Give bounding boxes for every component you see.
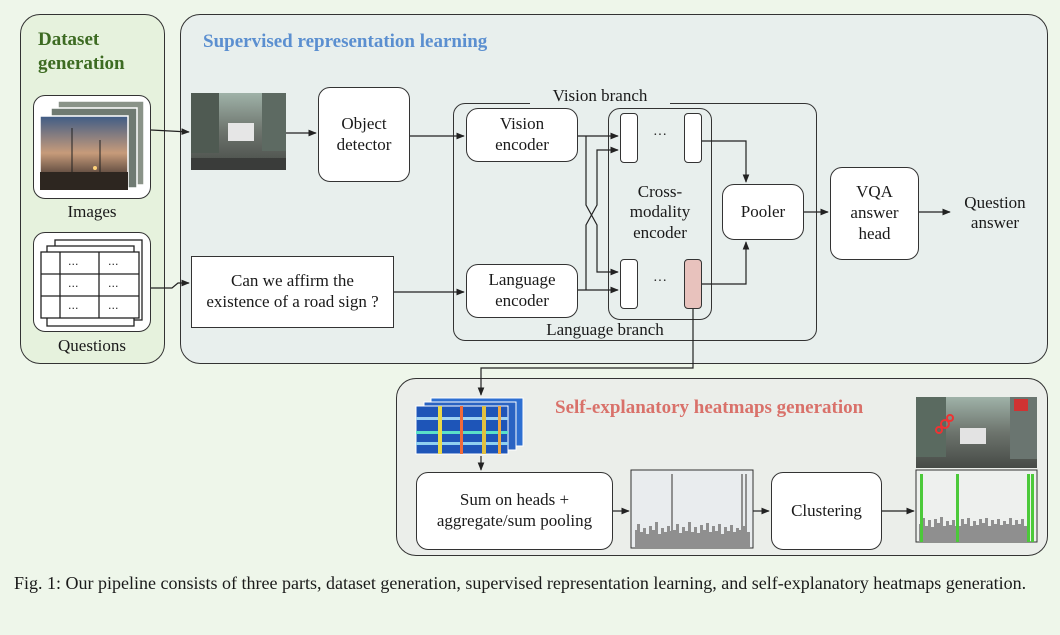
vision-branch-label: Vision branch <box>530 86 670 107</box>
clustering-box: Clustering <box>771 472 882 550</box>
svg-text:···: ··· <box>68 280 79 293</box>
connector-arrows <box>150 128 951 515</box>
input-street-image <box>191 93 286 170</box>
questions-label: Questions <box>58 336 126 355</box>
token-box-vision-2 <box>684 113 702 163</box>
heatmaps-generation-title: Self-explanatory heatmaps generation <box>555 397 864 418</box>
output-heatmap-overlay <box>916 397 1037 468</box>
images-label: Images <box>67 202 117 221</box>
cross-modality-label: Cross- modality encoder <box>629 182 691 242</box>
language-encoder-box: Language encoder <box>466 264 578 318</box>
vision-token-ellipsis: ··· <box>653 128 667 143</box>
cross-modality-container <box>608 108 712 320</box>
token-box-language-1 <box>620 259 638 309</box>
supervised-learning-title: Supervised representation learning <box>203 31 488 52</box>
question-answer-label: Question answer <box>964 193 1026 233</box>
questions-grid-dots: ··· ··· ··· ··· ··· ··· <box>68 258 119 315</box>
pooler-box: Pooler <box>722 184 804 240</box>
svg-text:···: ··· <box>108 280 119 293</box>
question-text-box: Can we affirm the existence of a road si… <box>191 256 394 328</box>
vqa-answer-head-box: VQA answer head <box>830 167 919 260</box>
sum-on-heads-box: Sum on heads + aggregate/sum pooling <box>416 472 613 550</box>
token-box-language-cls <box>684 259 702 309</box>
language-token-ellipsis: ··· <box>653 274 667 289</box>
attention-heatmap-stack <box>415 397 524 455</box>
svg-text:···: ··· <box>108 302 119 315</box>
object-detector-box: Object detector <box>318 87 410 182</box>
svg-text:···: ··· <box>108 258 119 271</box>
svg-text:···: ··· <box>68 302 79 315</box>
cluster-bar-chart <box>915 469 1038 543</box>
pooling-bar-chart <box>630 469 754 549</box>
token-box-vision-1 <box>620 113 638 163</box>
svg-text:···: ··· <box>68 258 79 271</box>
questions-grid <box>40 239 143 327</box>
dataset-generation-title: Dataset generation <box>38 29 125 74</box>
figure-caption: Fig. 1: Our pipeline consists of three p… <box>14 573 1027 593</box>
street-images-stack <box>39 100 145 191</box>
vision-encoder-box: Vision encoder <box>466 108 578 162</box>
language-branch-label: Language branch <box>546 320 664 339</box>
